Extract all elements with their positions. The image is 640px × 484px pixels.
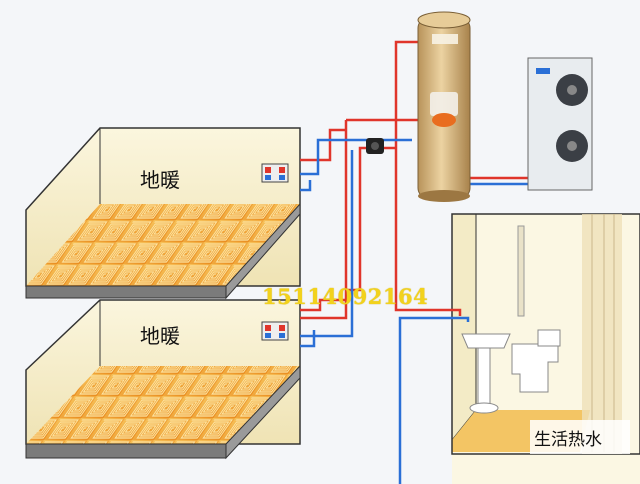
tank-badge [432,113,456,127]
lower-manifold [261,321,289,341]
circulation-pump [366,138,384,154]
hot-water-tank [417,11,471,202]
floor-heating-label-upper: 地暖 [140,168,180,192]
floor-heating-label-lower: 地暖 [140,324,180,348]
heat-pump-logo [536,68,550,74]
lower-floor-room [25,299,301,460]
tank-sticker [430,92,458,116]
cold-water-pipes [300,138,530,484]
upper-floor-room [25,127,301,300]
upper-manifold [261,163,289,183]
tank-brand-logo [432,34,458,44]
upper-floor-heating-coil [26,204,300,286]
heat-pump-unit [527,57,593,191]
domestic-hot-water-label: 生活热水 [534,430,602,450]
lower-floor-heating-coil [26,366,300,444]
bathroom [451,213,640,484]
phone-watermark: 15114092164 [262,284,429,309]
